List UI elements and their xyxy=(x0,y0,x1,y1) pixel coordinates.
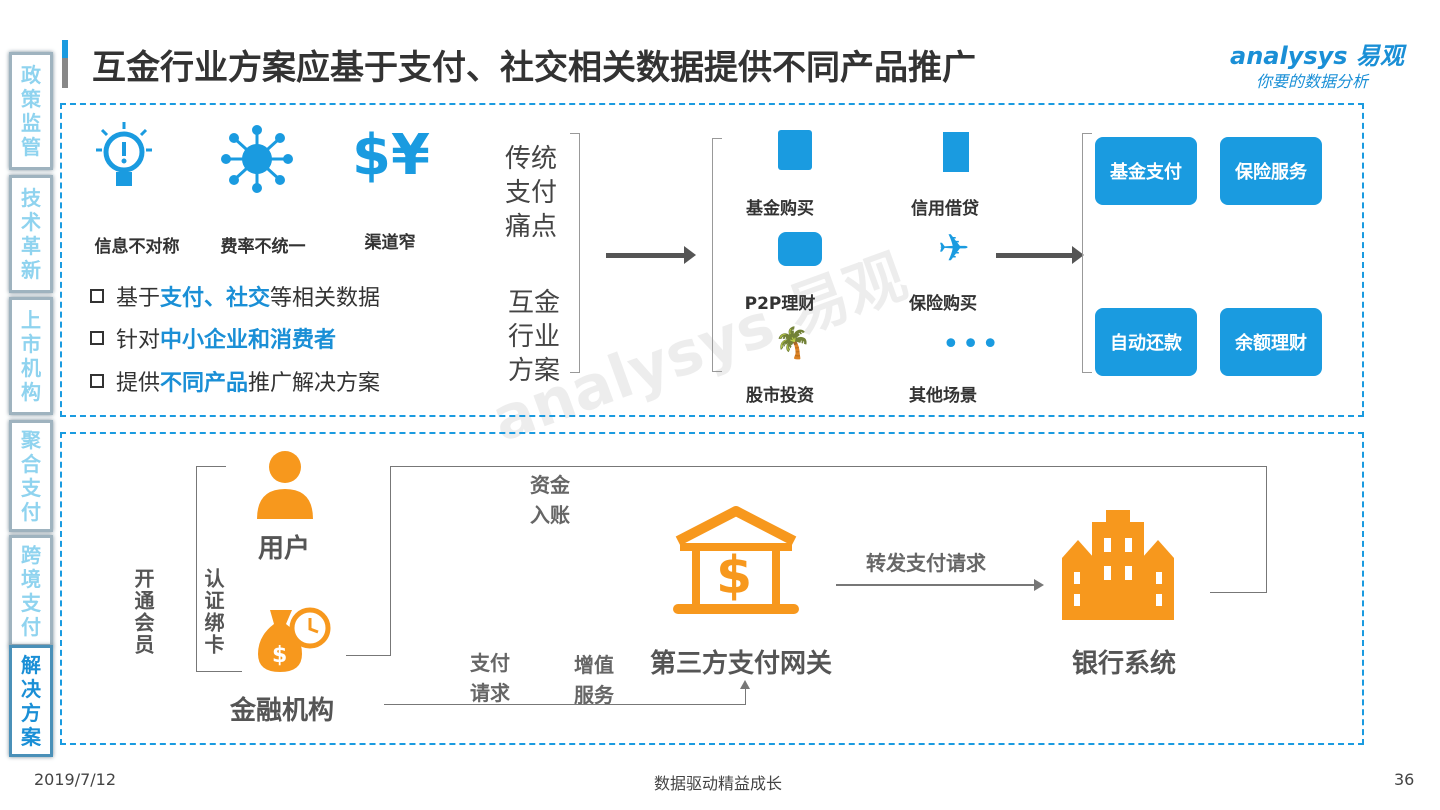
sidebar-item-crossborder[interactable]: 跨境支付 xyxy=(9,535,53,647)
product-auto-repay[interactable]: 自动还款 xyxy=(1095,308,1197,376)
footer-date: 2019/7/12 xyxy=(34,770,117,789)
scenario-label: 基金购买 xyxy=(746,199,814,219)
page-number: 36 xyxy=(1394,770,1415,789)
fintech-label: 互金行业方案 xyxy=(508,288,561,386)
connector xyxy=(390,466,1266,467)
palm-island-icon: 🌴 xyxy=(774,326,812,361)
product-balance-finance[interactable]: 余额理财 xyxy=(1220,308,1322,376)
car-icon xyxy=(778,232,822,266)
connector xyxy=(196,671,242,672)
value-added-label: 增值服务 xyxy=(574,653,614,707)
connector xyxy=(196,466,197,672)
airplane-icon: ✈ xyxy=(938,226,970,270)
money-bag-clock-icon: $ xyxy=(258,602,332,674)
pain-label: 信息不对称 xyxy=(94,237,180,257)
connector xyxy=(196,466,226,467)
arrow-head-icon xyxy=(1034,579,1044,591)
bracket xyxy=(570,133,580,373)
arrow xyxy=(606,253,686,258)
logo: analysys 易观 xyxy=(1230,42,1404,70)
arrow-head-icon xyxy=(1072,246,1084,264)
bank-label: 银行系统 xyxy=(1072,649,1177,679)
product-fund-pay[interactable]: 基金支付 xyxy=(1095,137,1197,205)
funds-in-label: 资金入账 xyxy=(530,473,570,527)
connector xyxy=(346,655,391,656)
scenario-label: P2P理财 xyxy=(744,294,816,314)
dollar-yen-icon: $¥ xyxy=(352,123,430,188)
pain-label: 渠道窄 xyxy=(364,233,416,253)
sidebar-item-solution[interactable]: 解决方案 xyxy=(9,645,53,757)
institution-label: 金融机构 xyxy=(230,696,335,726)
logo-slogan: 你要的数据分析 xyxy=(1256,72,1369,91)
gateway-label: 第三方支付网关 xyxy=(650,649,833,679)
forward-label: 转发支付请求 xyxy=(866,551,986,575)
title-accent xyxy=(62,58,68,88)
top-panel xyxy=(60,103,1364,417)
shopping-bag-icon xyxy=(778,130,812,170)
bullet-item: 针对中小企业和消费者 xyxy=(90,322,336,354)
bracket xyxy=(712,138,722,372)
scenario-label: 保险购买 xyxy=(909,294,977,314)
arrow xyxy=(996,253,1074,258)
bind-card-label: 认证绑卡 xyxy=(201,568,225,656)
connector xyxy=(1210,592,1267,593)
bottom-panel xyxy=(60,432,1364,745)
arrow-head-icon xyxy=(740,680,750,689)
arrow xyxy=(836,584,1036,586)
traditional-label: 传统支付痛点 xyxy=(505,144,558,242)
pay-request-label: 支付请求 xyxy=(470,651,510,705)
scenario-label: 信用借贷 xyxy=(911,199,979,219)
scenario-label: 股市投资 xyxy=(746,386,814,406)
sidebar-item-tech[interactable]: 技术革新 xyxy=(9,175,53,293)
title-accent xyxy=(62,40,68,58)
page-title: 互金行业方案应基于支付、社交相关数据提供不同产品推广 xyxy=(92,48,976,88)
user-label: 用户 xyxy=(258,534,311,564)
product-insurance[interactable]: 保险服务 xyxy=(1220,137,1322,205)
network-globe-icon xyxy=(220,124,294,198)
bank-buildings-icon xyxy=(1062,508,1174,620)
sidebar-item-policy[interactable]: 政策监管 xyxy=(9,52,53,170)
building-icon xyxy=(943,132,969,172)
sidebar-item-aggregate-pay[interactable]: 聚合支付 xyxy=(9,420,53,532)
arrow-head-icon xyxy=(684,246,696,264)
svg-text:$: $ xyxy=(716,546,752,606)
lightbulb-icon xyxy=(92,122,156,198)
bracket xyxy=(1082,133,1092,373)
connector xyxy=(745,688,746,705)
open-member-label: 开通会员 xyxy=(131,568,155,656)
connector xyxy=(390,466,391,656)
connector xyxy=(1266,466,1267,592)
pain-label: 费率不统一 xyxy=(220,237,306,257)
connector xyxy=(384,704,746,705)
bullet-item: 提供不同产品推广解决方案 xyxy=(90,365,380,397)
scenario-label: 其他场景 xyxy=(909,386,977,406)
bullet-item: 基于支付、社交等相关数据 xyxy=(90,280,380,312)
footer-slogan: 数据驱动精益成长 xyxy=(654,774,783,793)
more-dots-icon: ••• xyxy=(942,327,1002,362)
sidebar-item-listed[interactable]: 上市机构 xyxy=(9,297,53,415)
user-icon xyxy=(255,445,315,519)
bank-dollar-icon: $ xyxy=(672,505,800,617)
svg-text:$: $ xyxy=(272,643,287,668)
